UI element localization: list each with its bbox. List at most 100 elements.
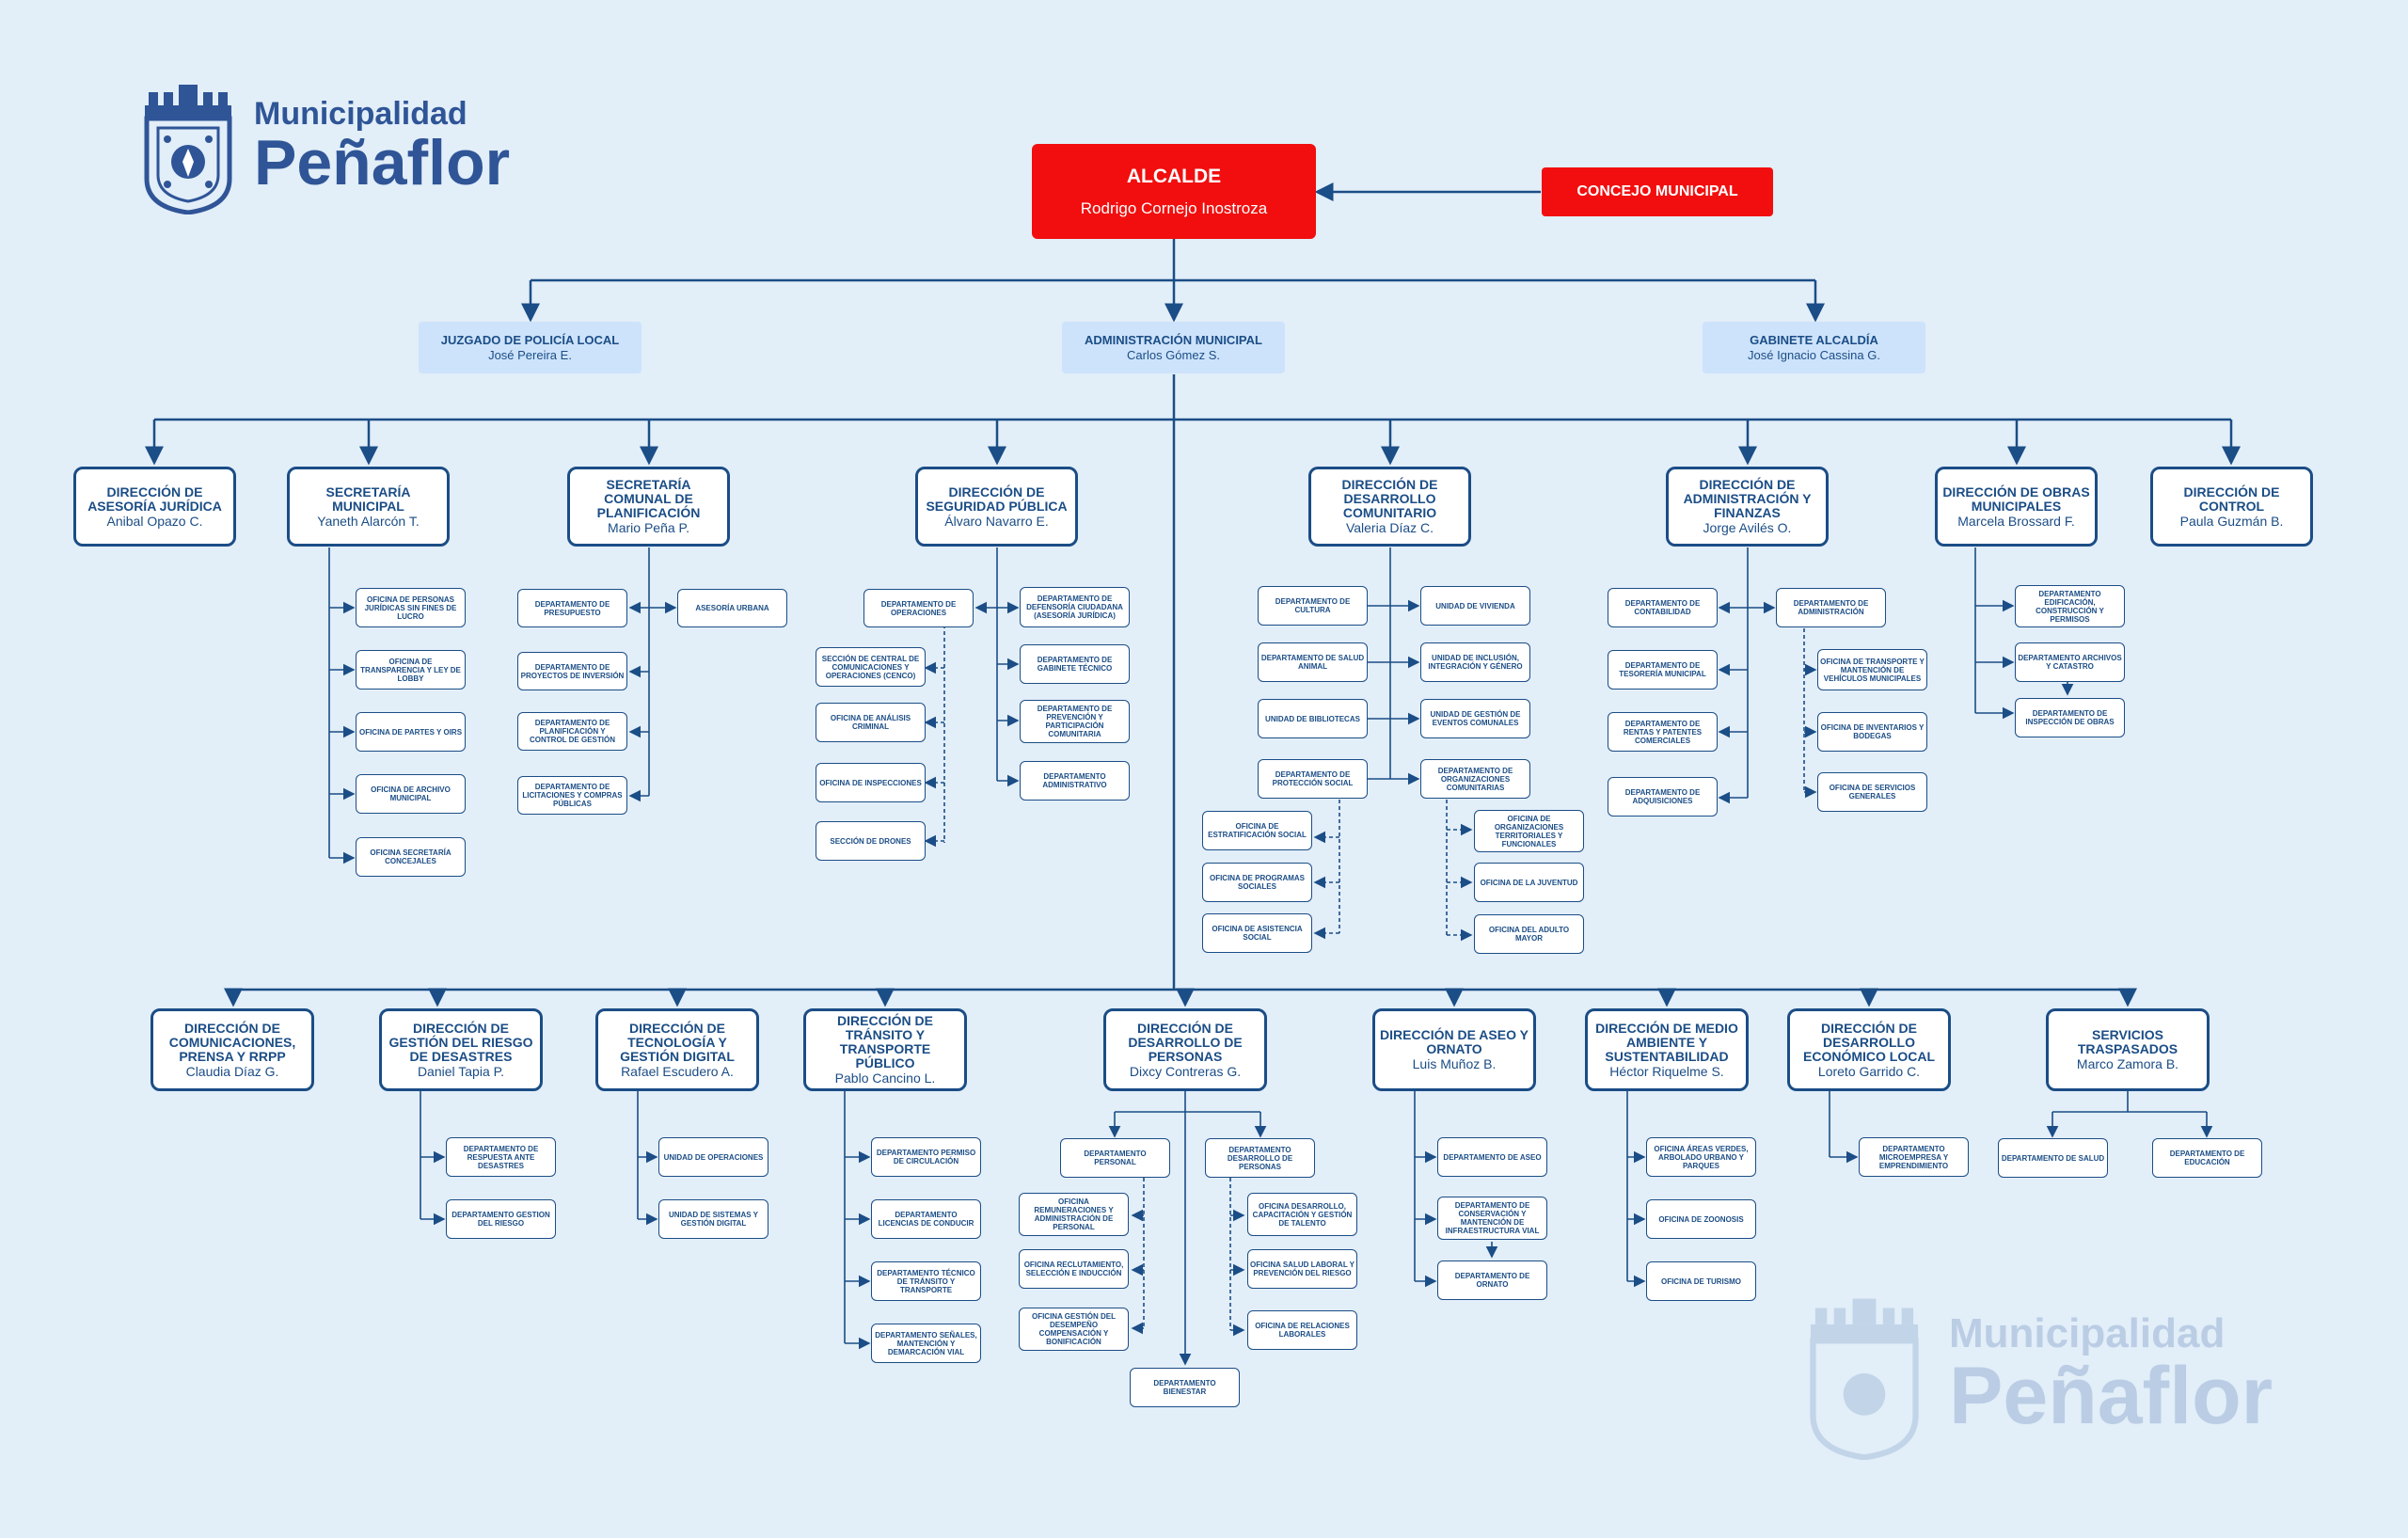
gabinete-title: GABINETE ALCALDÍA (1750, 332, 1878, 347)
direction-name: Pablo Cancino L. (834, 1070, 936, 1086)
unit-box: DEPARTAMENTO SEÑALES, MANTENCIÓN Y DEMAR… (871, 1324, 981, 1363)
alcalde-name: Rodrigo Cornejo Inostroza (1080, 198, 1268, 217)
unit-box: OFICINA DE ARCHIVO MUNICIPAL (356, 774, 466, 814)
watermark-line1: Municipalidad (1949, 1310, 2226, 1356)
unit-box: UNIDAD DE OPERACIONES (658, 1137, 768, 1177)
unit-box: DEPARTAMENTO DE SALUD ANIMAL (1258, 642, 1368, 682)
unit-box: OFICINA DEL ADULTO MAYOR (1474, 914, 1584, 954)
unit-label: OFICINA SECRETARÍA CONCEJALES (370, 848, 452, 865)
unit-label: OFICINA DE ZOONOSIS (1658, 1214, 1744, 1224)
direction-name: Daniel Tapia P. (417, 1063, 505, 1079)
unit-label: DEPARTAMENTO DE ADMINISTRACIÓN (1793, 599, 1869, 616)
unit-box: OFICINA DE INSPECCIONES (816, 763, 926, 802)
direction-title: DIRECCIÓN DE ASESORÍA JURÍDICA (87, 484, 222, 514)
unit-label: OFICINA DE SERVICIOS GENERALES (1829, 784, 1916, 801)
unit-box: OFICINA DE PROGRAMAS SOCIALES (1202, 863, 1312, 902)
administracion-name: Carlos Gómez S. (1127, 347, 1220, 362)
unit-box: DEPARTAMENTO PERMISO DE CIRCULACIÓN (871, 1137, 981, 1177)
unit-box: DEPARTAMENTO DE PREVENCIÓN Y PARTICIPACI… (1020, 700, 1130, 743)
administracion-box: ADMINISTRACIÓN MUNICIPAL Carlos Gómez S. (1062, 322, 1285, 373)
unit-box: OFICINA GESTIÓN DEL DESEMPEÑO COMPENSACI… (1019, 1308, 1129, 1351)
logo-line1: Municipalidad (254, 96, 467, 132)
unit-label: UNIDAD DE INCLUSIÓN, INTEGRACIÓN Y GÉNER… (1428, 654, 1523, 671)
direction-name: Marco Zamora B. (2076, 1056, 2179, 1071)
unit-label: DEPARTAMENTO DE PROYECTOS DE INVERSIÓN (520, 662, 625, 680)
direction-title: DIRECCIÓN DE GESTIÓN DEL RIESGO DE DESAS… (388, 1020, 533, 1064)
unit-box: DEPARTAMENTO DE CONTABILIDAD (1608, 588, 1718, 627)
unit-box: OFICINA DE TRANSPORTE Y MANTENCIÓN DE VE… (1817, 649, 1927, 690)
unit-label: UNIDAD DE BIBLIOTECAS (1265, 714, 1360, 723)
direction-box: DIRECCIÓN DE MEDIO AMBIENTE Y SUSTENTABI… (1585, 1008, 1749, 1091)
direction-name: Álvaro Navarro E. (944, 513, 1049, 529)
unit-box: DEPARTAMENTO DE DEFENSORÍA CIUDADANA (AS… (1020, 587, 1130, 627)
unit-label: OFICINA DE INSPECCIONES (819, 778, 922, 787)
unit-label: DEPARTAMENTO DE LICITACIONES Y COMPRAS P… (522, 783, 623, 808)
unit-box: DEPARTAMENTO DE CULTURA (1258, 586, 1368, 626)
unit-label: OFICINA REMUNERACIONES Y ADMINISTRACIÓN … (1034, 1197, 1114, 1231)
unit-box: OFICINA DE TURISMO (1646, 1261, 1756, 1301)
watermark-logo: Municipalidad Peñaflor (1806, 1287, 2273, 1460)
unit-label: OFICINA DE ORGANIZACIONES TERRITORIALES … (1494, 814, 1564, 848)
direction-title: DIRECCIÓN DE DESARROLLO COMUNITARIO (1341, 477, 1438, 520)
direction-name: Valeria Díaz C. (1345, 520, 1434, 535)
unit-box: DEPARTAMENTO DE LICITACIONES Y COMPRAS P… (517, 776, 627, 815)
gabinete-name: José Ignacio Cassina G. (1748, 347, 1880, 362)
gabinete-box: GABINETE ALCALDÍA José Ignacio Cassina G… (1703, 322, 1925, 373)
unit-label: DEPARTAMENTO PERSONAL (1084, 1150, 1147, 1166)
unit-label: UNIDAD DE GESTIÓN DE EVENTOS COMUNALES (1430, 710, 1521, 727)
unit-label: UNIDAD DE VIVIENDA (1435, 601, 1515, 610)
unit-label: DEPARTAMENTO DE OPERACIONES (880, 599, 957, 617)
unit-label: DEPARTAMENTO DE EDUCACIÓN (2169, 1150, 2245, 1166)
unit-label: DEPARTAMENTO DE CONTABILIDAD (1624, 599, 1701, 616)
direction-name: Loreto Garrido C. (1817, 1063, 1921, 1079)
unit-box: DEPARTAMENTO DE ASEO (1437, 1137, 1547, 1177)
direction-name: Paula Guzmán B. (2179, 513, 2284, 529)
unit-box: OFICINA DE INVENTARIOS Y BODEGAS (1817, 712, 1927, 752)
unit-label: DEPARTAMENTO DE PREVENCIÓN Y PARTICIPACI… (1037, 705, 1113, 738)
unit-box: DEPARTAMENTO ADMINISTRATIVO (1020, 761, 1130, 801)
unit-label: OFICINA DEL ADULTO MAYOR (1488, 926, 1570, 943)
unit-box: DEPARTAMENTO DE EDUCACIÓN (2152, 1138, 2262, 1178)
alcalde-box: ALCALDE Rodrigo Cornejo Inostroza (1032, 144, 1316, 239)
unit-label: OFICINA DE ARCHIVO MUNICIPAL (371, 785, 451, 802)
unit-label: OFICINA SALUD LABORAL Y PREVENCIÓN DEL R… (1250, 1261, 1354, 1277)
municipality-logo: Municipalidad Peñaflor (141, 75, 510, 214)
direction-title: DIRECCIÓN DE DESARROLLO DE PERSONAS (1128, 1020, 1243, 1064)
direction-title: DIRECCIÓN DE DESARROLLO ECONÓMICO LOCAL (1803, 1020, 1935, 1064)
unit-box: OFICINA DE RELACIONES LABORALES (1247, 1310, 1357, 1350)
unit-box: DEPARTAMENTO DE RENTAS Y PATENTES COMERC… (1608, 712, 1718, 752)
direction-name: Rafael Escudero A. (621, 1063, 734, 1079)
unit-box: OFICINA DE ZOONOSIS (1646, 1199, 1756, 1239)
unit-box: OFICINA DE LA JUVENTUD (1474, 863, 1584, 902)
unit-box: OFICINA REMUNERACIONES Y ADMINISTRACIÓN … (1019, 1193, 1129, 1236)
unit-box: DEPARTAMENTO DE PROYECTOS DE INVERSIÓN (517, 652, 627, 690)
unit-label: OFICINA DE ESTRATIFICACIÓN SOCIAL (1208, 822, 1307, 839)
watermark-crest-icon (1810, 1298, 1919, 1460)
unit-label: DEPARTAMENTO DE PROTECCIÓN SOCIAL (1272, 770, 1354, 787)
unit-box: DEPARTAMENTO MICROEMPRESA Y EMPRENDIMIEN… (1859, 1137, 1969, 1177)
unit-label: OFICINA GESTIÓN DEL DESEMPEÑO COMPENSACI… (1031, 1312, 1117, 1346)
direction-title: DIRECCIÓN DE COMUNICACIONES, PRENSA Y RR… (168, 1020, 296, 1064)
direction-box: DIRECCIÓN DE TECNOLOGÍA Y GESTIÓN DIGITA… (595, 1008, 759, 1091)
unit-label: DEPARTAMENTO DE CULTURA (1275, 597, 1351, 614)
unit-label: DEPARTAMENTO DE TESORERÍA MUNICIPAL (1619, 661, 1706, 678)
unit-box: UNIDAD DE BIBLIOTECAS (1258, 699, 1368, 738)
unit-box: DEPARTAMENTO TÉCNICO DE TRÁNSITO Y TRANS… (871, 1261, 981, 1301)
unit-label: DEPARTAMENTO EDIFICACIÓN, CONSTRUCCIÓN Y… (2036, 589, 2104, 624)
unit-box: OFICINA DE ASISTENCIA SOCIAL (1202, 913, 1312, 953)
unit-box: DEPARTAMENTO DE PROTECCIÓN SOCIAL (1258, 759, 1368, 799)
unit-box: DEPARTAMENTO DE RESPUESTA ANTE DESASTRES (446, 1137, 556, 1177)
unit-label: SECCIÓN DE DRONES (830, 836, 911, 846)
unit-box: DEPARTAMENTO DE ORNATO (1437, 1261, 1547, 1300)
direction-title: DIRECCIÓN DE CONTROL (2183, 484, 2280, 514)
direction-name: Dixcy Contreras G. (1129, 1063, 1242, 1079)
unit-box: SECCIÓN DE CENTRAL DE COMUNICACIONES Y O… (816, 647, 926, 687)
direction-title: DIRECCIÓN DE MEDIO AMBIENTE Y SUSTENTABI… (1595, 1020, 1738, 1064)
unit-box: DEPARTAMENTO DE ORGANIZACIONES COMUNITAR… (1420, 759, 1530, 799)
unit-box: ASESORÍA URBANA (677, 589, 787, 627)
